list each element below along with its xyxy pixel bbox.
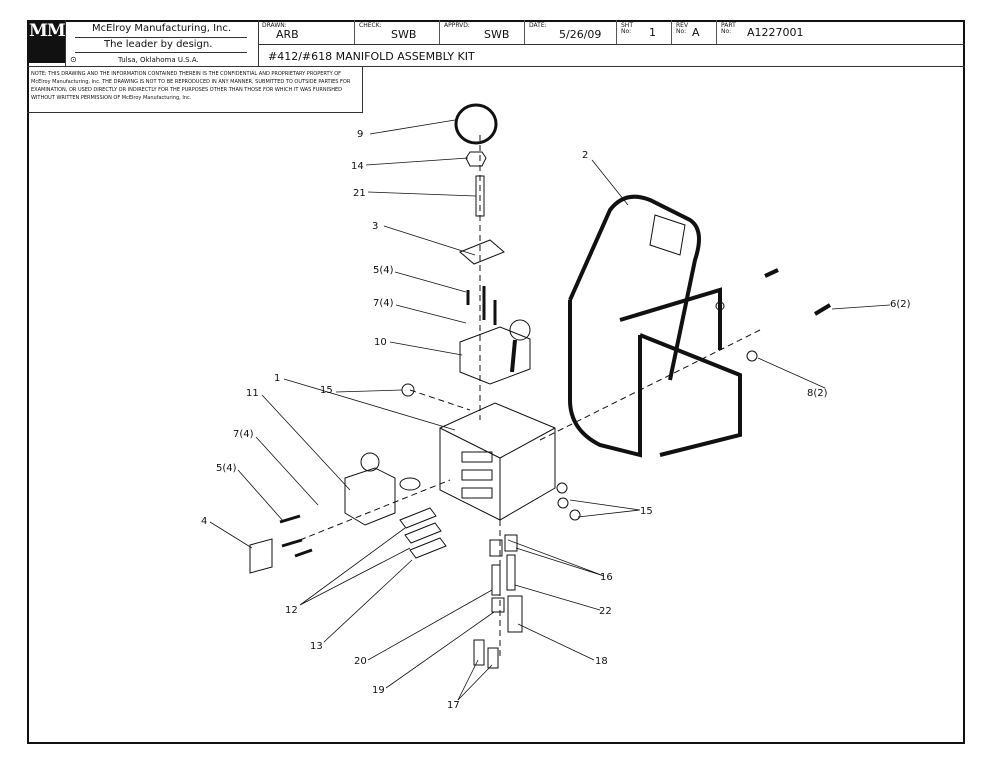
confidentiality-note: NOTE: THIS DRAWING AND THE INFORMATION C…: [31, 71, 351, 101]
part-field: PART No:A1227001: [721, 22, 804, 40]
drawing-border: [27, 20, 965, 744]
callout-11: 11: [246, 388, 259, 399]
mmi-logo: MMI: [29, 21, 73, 63]
part-18-coupler: [507, 595, 523, 633]
callout-4: 4: [201, 516, 207, 527]
callout-6-2: 6(2): [890, 299, 911, 310]
callout-22: 22: [599, 606, 612, 617]
date-field: DATE:5/26/09: [525, 20, 617, 44]
company-name: McElroy Manufacturing, Inc.: [92, 23, 232, 34]
drawn-field: DRAWN:ARB: [258, 20, 355, 44]
part-20-nipple: [491, 564, 501, 596]
callout-9: 9: [357, 129, 363, 140]
part-16-fitting: [489, 539, 503, 557]
rev-field: REV No:A: [672, 20, 717, 44]
callout-17: 17: [447, 700, 460, 711]
part-4-plate: [249, 538, 273, 574]
callout-13: 13: [310, 641, 323, 652]
part-12-13-couplers: [399, 507, 447, 559]
callout-7-4b: 7(4): [233, 429, 254, 440]
part-11-valve: [344, 467, 396, 526]
callout-14: 14: [351, 161, 364, 172]
callout-8-2: 8(2): [807, 388, 828, 399]
callout-12: 12: [285, 605, 298, 616]
callout-7-4: 7(4): [373, 298, 394, 309]
part-2-frame: [568, 194, 742, 458]
part-14-nut: [465, 151, 487, 167]
callout-5-4: 5(4): [373, 265, 394, 276]
callout-20: 20: [354, 656, 367, 667]
callout-19: 19: [372, 685, 385, 696]
callout-21: 21: [353, 188, 366, 199]
callout-16: 16: [600, 572, 613, 583]
apprvd-field: APPRVD:SWB: [440, 20, 525, 44]
part-1-manifold: [439, 402, 556, 521]
drawing-title: #412/#618 MANIFOLD ASSEMBLY KIT: [268, 50, 475, 63]
location: Tulsa, Oklahoma U.S.A.: [118, 56, 199, 64]
callout-2: 2: [582, 150, 588, 161]
part-22-nipple: [506, 554, 516, 591]
callout-3: 3: [372, 221, 378, 232]
check-field: CHECK:SWB: [355, 20, 440, 44]
part-3-plate: [459, 239, 505, 265]
part-9-cap: [454, 103, 498, 145]
tagline: The leader by design.: [104, 39, 213, 50]
callout-10: 10: [374, 337, 387, 348]
sheet-field: SHT No:1: [617, 20, 672, 44]
callout-5-4b: 5(4): [216, 463, 237, 474]
callout-15: 15: [320, 385, 333, 396]
callout-1: 1: [274, 373, 280, 384]
registered-icon: ⊙: [70, 55, 77, 64]
part-17-fittings: [473, 639, 499, 669]
callout-18: 18: [595, 656, 608, 667]
part-10-valve: [459, 326, 531, 385]
callout-15b: 15: [640, 506, 653, 517]
